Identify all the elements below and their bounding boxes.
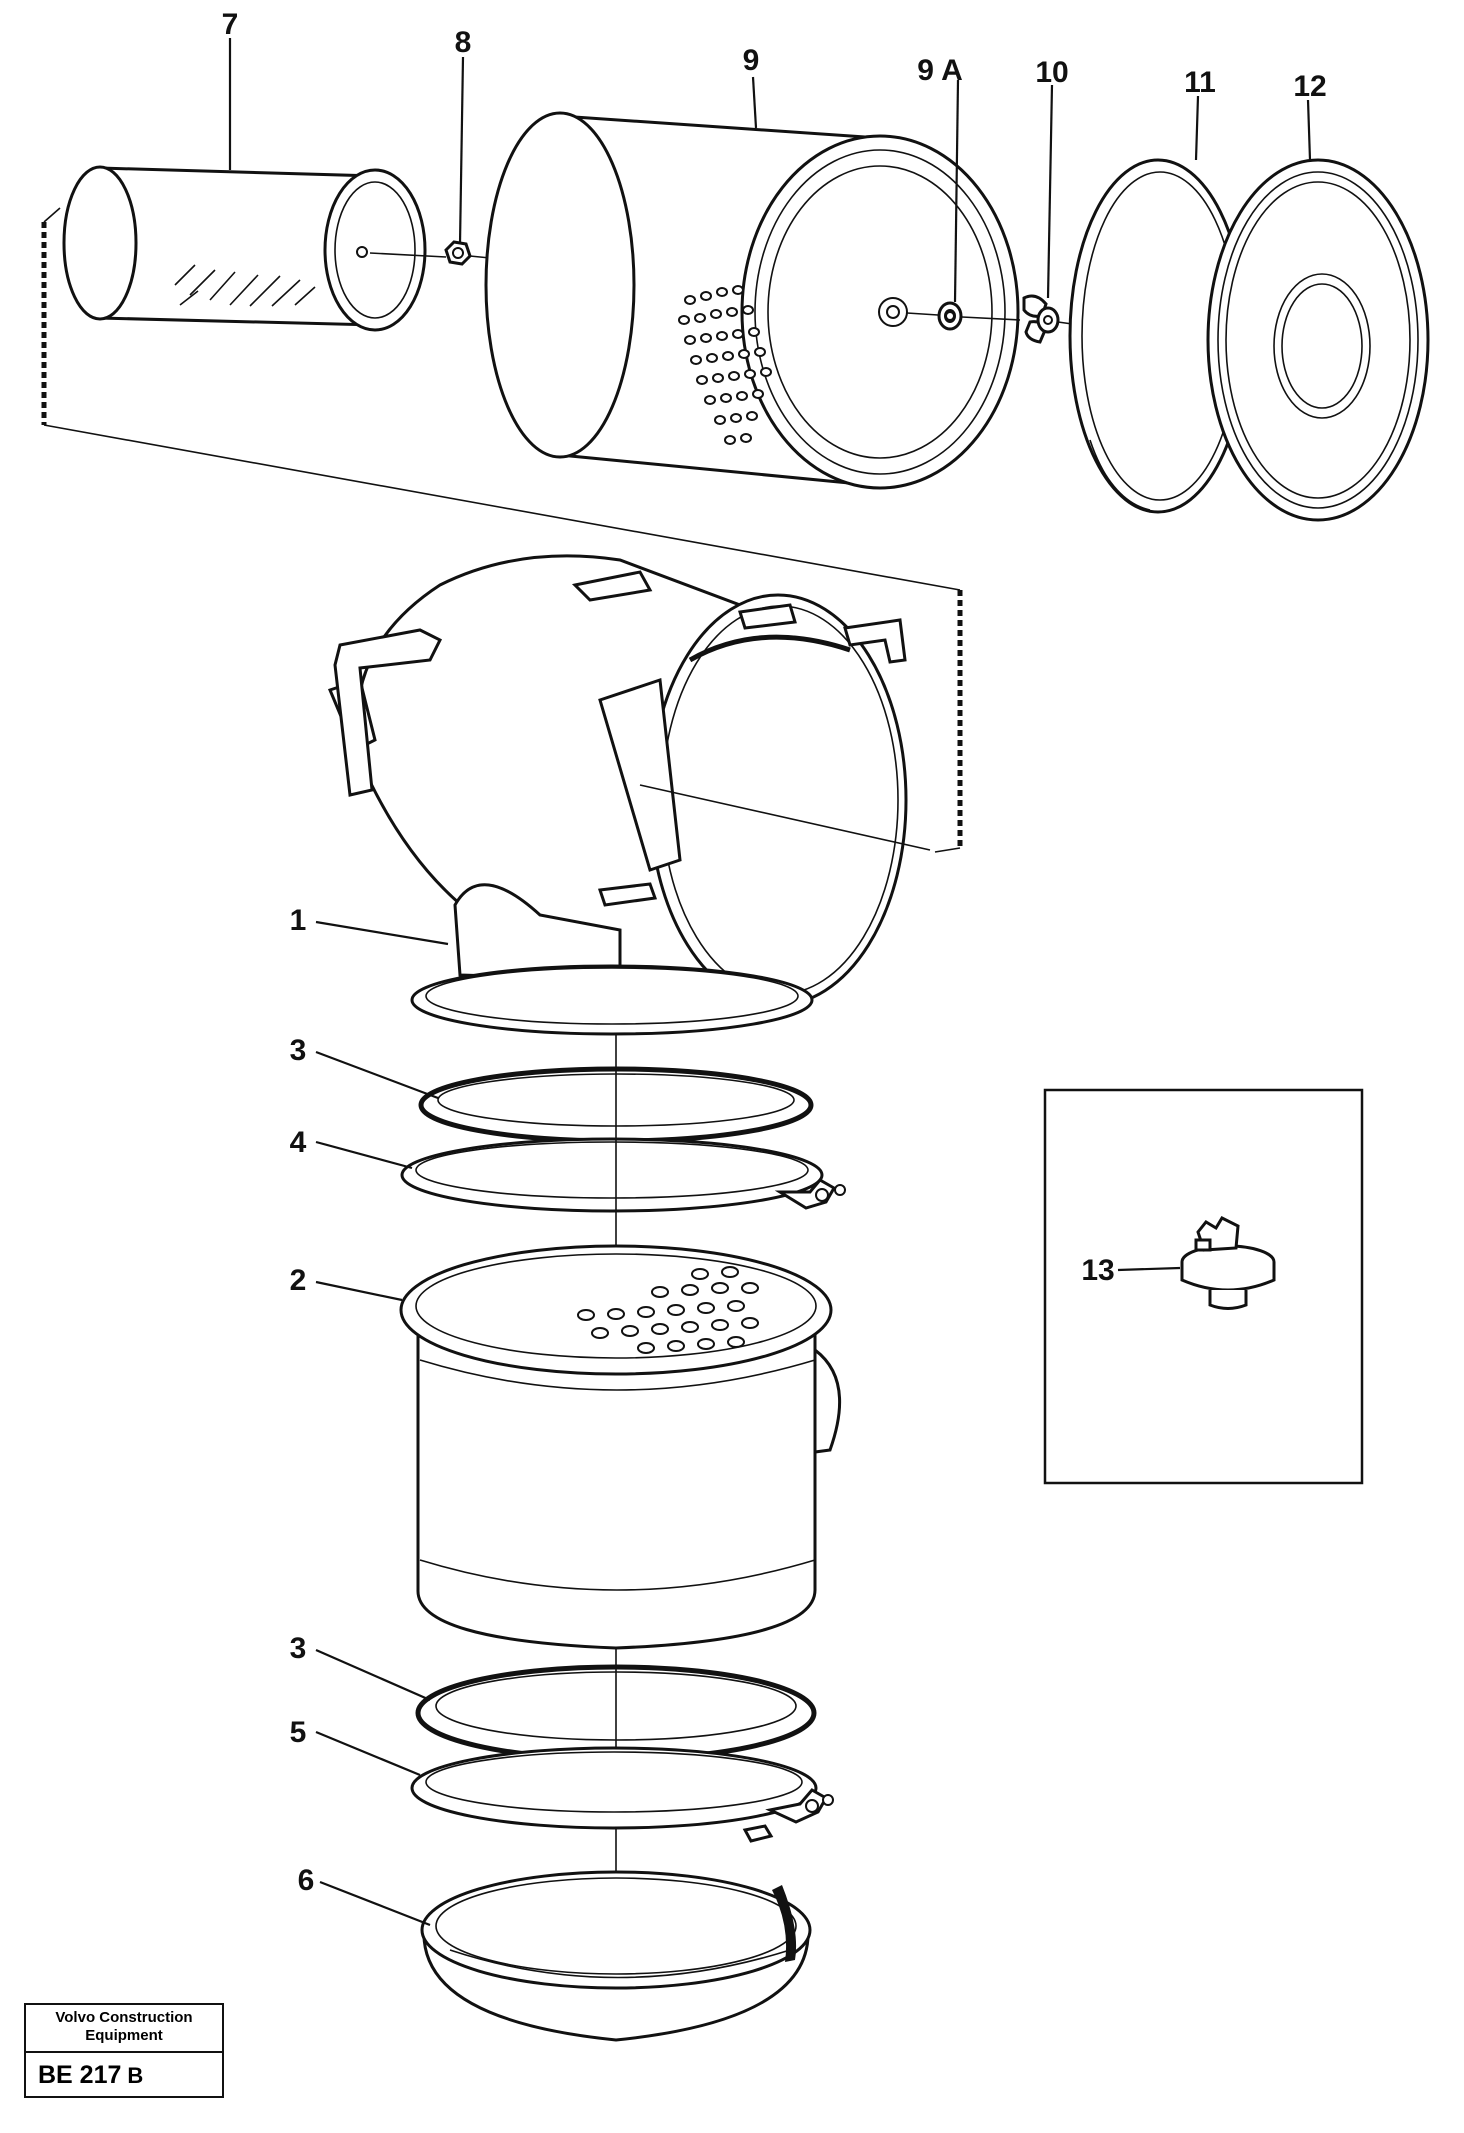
callout-8: 8 <box>455 26 472 59</box>
callout-9: 9 <box>743 44 760 77</box>
leader-lines <box>228 38 1312 1927</box>
callout-labels: 7 8 9 9 A 10 11 12 1 3 4 2 3 5 6 13 <box>222 8 1327 1897</box>
part-7-inner-filter <box>62 165 427 332</box>
perforation-pattern <box>678 285 772 445</box>
company-name-line-2: Equipment <box>85 2027 163 2044</box>
callout-10: 10 <box>1035 56 1068 89</box>
axis-line-7-8 <box>369 252 447 258</box>
company-name: Volvo Construction Equipment <box>26 2005 222 2053</box>
part-10-wing-nut <box>1022 294 1060 344</box>
part-13-service-indicator <box>1180 1216 1276 1310</box>
perforation-pattern <box>577 1266 759 1354</box>
callout-2: 2 <box>290 1264 307 1297</box>
callout-13: 13 <box>1081 1254 1114 1287</box>
part-9-main-filter <box>484 111 1020 490</box>
callout-3-upper: 3 <box>290 1034 307 1067</box>
part-2-filter-cylinder <box>399 1244 842 1650</box>
part-4-clamp-ring <box>400 1137 846 1213</box>
company-name-line-1: Volvo Construction <box>55 2009 193 2026</box>
callout-4: 4 <box>290 1126 307 1159</box>
callout-6: 6 <box>298 1864 315 1897</box>
callout-11: 11 <box>1184 66 1216 99</box>
detail-box-part-13 <box>1043 1088 1364 1485</box>
callout-1: 1 <box>290 904 307 937</box>
assembly-bracket-dashed <box>41 207 963 853</box>
callout-7: 7 <box>222 8 239 41</box>
part-8-nut <box>444 240 472 266</box>
callout-12: 12 <box>1293 70 1326 103</box>
part-6-dust-cup <box>420 1870 812 2042</box>
drawing-code-suffix: B <box>127 2063 144 2088</box>
part-5-clamp-ring <box>410 1746 834 1843</box>
part-9a-washer <box>937 301 963 331</box>
part-1-housing <box>327 554 931 1036</box>
drawing-code-number: BE 217 <box>38 2061 122 2089</box>
part-12-end-cover <box>1206 158 1430 522</box>
callout-5: 5 <box>290 1716 307 1749</box>
callout-3-lower: 3 <box>290 1632 307 1665</box>
callout-9a: 9 A <box>917 54 963 87</box>
